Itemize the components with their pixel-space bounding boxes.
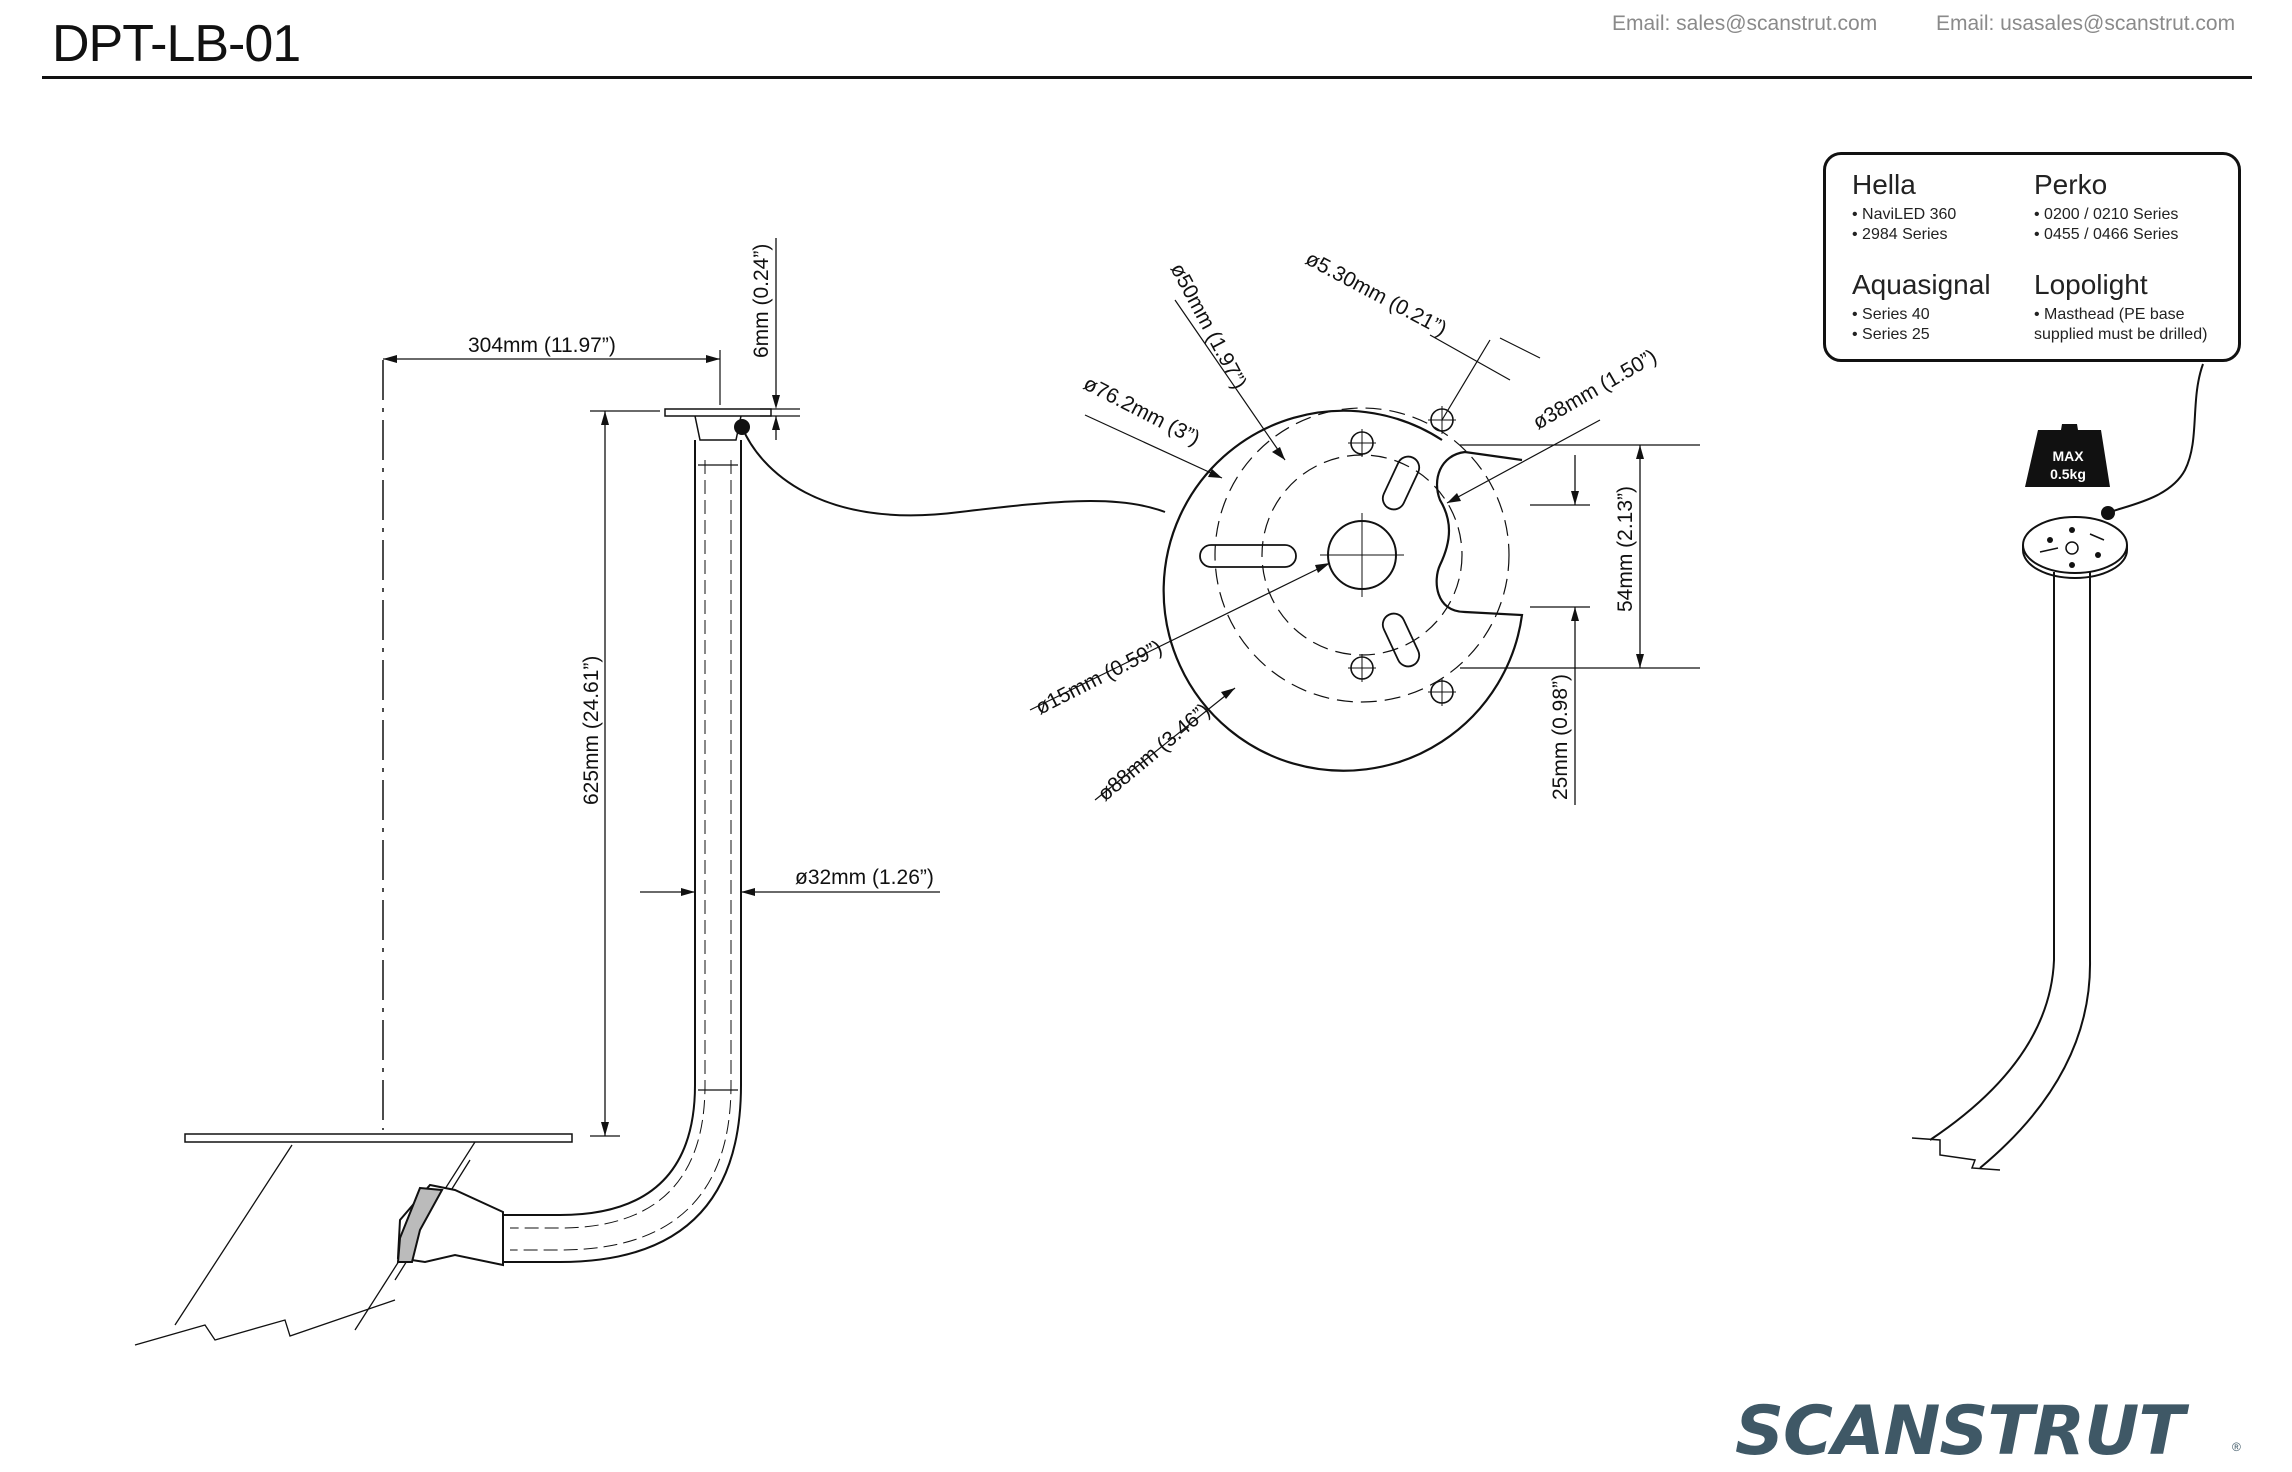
iso-pole-right bbox=[1979, 572, 2092, 1169]
lopolight-item-1: • Masthead (PE base bbox=[2034, 306, 2185, 323]
dim-center-hole: ø15mm (0.59”) bbox=[1032, 636, 1166, 720]
perko-item-1: • 0200 / 0210 Series bbox=[2034, 206, 2179, 223]
slot-lower bbox=[1381, 612, 1421, 668]
slot-upper bbox=[1381, 455, 1421, 511]
lopolight-item-2: supplied must be drilled) bbox=[2034, 326, 2208, 343]
drawing-title: DPT-LB-01 bbox=[52, 15, 301, 73]
dim-pole-diameter: ø32mm (1.26”) bbox=[795, 866, 934, 889]
callout-dot-iso bbox=[2101, 506, 2115, 520]
pole-hidden-inner-2 bbox=[510, 460, 732, 1251]
dim-pcd-762: ø76.2mm (3”) bbox=[1080, 372, 1204, 450]
dim-plate-thickness: 6mm (0.24”) bbox=[750, 244, 773, 358]
dim-pcd-50: ø50mm (1.97”) bbox=[1166, 260, 1251, 393]
dim-height: 625mm (24.61”) bbox=[580, 656, 603, 805]
slot-left bbox=[1199, 544, 1297, 568]
brand-hella: Hella bbox=[1852, 169, 1916, 200]
dim-reach: 304mm (11.97”) bbox=[468, 334, 616, 357]
brand-aquasignal: Aquasignal bbox=[1852, 269, 1991, 300]
isometric-view: MAX 0.5kg bbox=[1911, 363, 2204, 1171]
email-usa-sales-link[interactable]: Email: usasales@scanstrut.com bbox=[1936, 12, 2236, 35]
iso-deck-break bbox=[1911, 1137, 2001, 1171]
title-rule bbox=[42, 76, 2252, 79]
hella-item-1: • NaviLED 360 bbox=[1852, 206, 1957, 223]
deck-surface bbox=[184, 1133, 573, 1143]
pole-left-edge bbox=[503, 440, 696, 1216]
dim-slot-width: 25mm (0.98”) bbox=[1549, 674, 1572, 800]
dim-slot-height: 54mm (2.13”) bbox=[1614, 486, 1637, 612]
plate-outline bbox=[1162, 409, 1524, 772]
base-foot bbox=[396, 1186, 444, 1263]
weight-icon bbox=[2025, 424, 2110, 487]
hella-item-2: • 2984 Series bbox=[1852, 226, 1948, 243]
logo-registered-mark: ® bbox=[2232, 1440, 2241, 1454]
iso-pole-left bbox=[1929, 572, 2055, 1141]
compatibility-box: Hella • NaviLED 360 • 2984 Series Perko … bbox=[1823, 152, 2241, 362]
callout-leader-iso bbox=[2109, 363, 2204, 513]
aquasignal-item-1: • Series 40 bbox=[1852, 306, 1930, 323]
dim-hole-530: ø5.30mm (0.21”) bbox=[1302, 247, 1451, 341]
brand-perko: Perko bbox=[2034, 169, 2108, 200]
leader-line bbox=[741, 426, 1166, 517]
iso-plate bbox=[2022, 516, 2128, 574]
perko-item-2: • 0455 / 0466 Series bbox=[2034, 226, 2179, 243]
weight-max: MAX bbox=[2052, 448, 2084, 464]
brand-lopolight: Lopolight bbox=[2034, 269, 2148, 300]
pole-hidden-inner bbox=[510, 460, 706, 1229]
dim-pcd-38: ø38mm (1.50”) bbox=[1529, 345, 1661, 434]
weight-value: 0.5kg bbox=[2050, 466, 2086, 482]
side-view: 304mm (11.97”) 6mm (0.24”) 625mm (24.61”… bbox=[134, 238, 1166, 1346]
dim-plate-diameter: ø88mm (3.46”) bbox=[1093, 699, 1214, 806]
scanstrut-logo: SCANSTRUT bbox=[1735, 1392, 2185, 1471]
plate-top-view: 54mm (2.13”) 25mm (0.98”) ø50mm (1.97”) … bbox=[1029, 247, 1700, 806]
email-sales-link[interactable]: Email: sales@scanstrut.com bbox=[1612, 12, 1878, 35]
pcd-76-circle bbox=[1214, 407, 1510, 703]
top-plate bbox=[664, 408, 772, 417]
pole-right-edge bbox=[503, 440, 742, 1263]
aquasignal-item-2: • Series 25 bbox=[1852, 326, 1930, 343]
